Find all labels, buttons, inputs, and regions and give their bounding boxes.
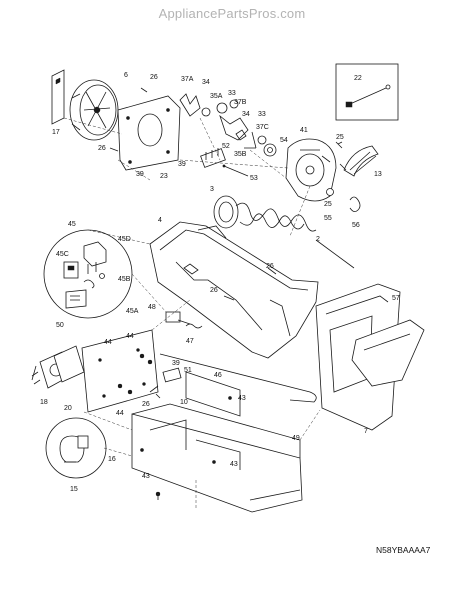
label: 37A <box>181 76 194 83</box>
label: 7 <box>364 428 368 435</box>
part-3-auger <box>213 195 355 269</box>
label: 45C <box>56 251 69 258</box>
part-26-screw <box>140 87 148 93</box>
label: 44 <box>126 333 134 340</box>
label: 26 <box>210 287 218 294</box>
part-57-paddle <box>351 319 425 387</box>
label: 37B <box>234 99 247 106</box>
label: 44 <box>116 410 124 417</box>
label: 20 <box>64 405 72 412</box>
label: 53 <box>250 175 258 182</box>
label: 39 <box>178 161 186 168</box>
part-46-rod <box>159 353 317 403</box>
label: 45D <box>118 236 131 243</box>
label: 16 <box>108 456 116 463</box>
label: 34 <box>202 79 210 86</box>
label: 41 <box>300 127 308 134</box>
part-17-plate <box>51 69 65 125</box>
part-44-screws <box>117 353 153 395</box>
part-34-35-37-linkage <box>179 93 277 157</box>
part-47-spring <box>185 323 203 329</box>
part-4-bucket <box>149 221 319 359</box>
label: 4 <box>158 217 162 224</box>
part-49-housing <box>131 403 303 513</box>
label: 43 <box>238 395 246 402</box>
label: 55 <box>324 215 332 222</box>
part-48-lever <box>165 311 191 325</box>
part-13-flap <box>343 145 379 177</box>
part-45-inset <box>43 229 133 319</box>
label: 33 <box>228 90 236 97</box>
alignment-lines <box>63 117 321 510</box>
label: 47 <box>186 338 194 345</box>
label: 39 <box>172 360 180 367</box>
label: 26 <box>266 263 274 270</box>
label: 48 <box>148 304 156 311</box>
label: 45B <box>118 276 131 283</box>
part-6-motor-housing <box>69 79 119 141</box>
label: 43 <box>142 473 150 480</box>
label: 43 <box>230 461 238 468</box>
part-23-bracket <box>117 95 181 171</box>
label: 49 <box>292 435 300 442</box>
label: 45A <box>126 308 139 315</box>
part-15-16-lamp-inset <box>45 417 107 479</box>
part-25-screw <box>335 141 343 149</box>
label: 45 <box>68 221 76 228</box>
label: 26 <box>98 145 106 152</box>
label: 52 <box>222 143 230 150</box>
label: 35A <box>210 93 223 100</box>
part-55-washer <box>326 188 334 196</box>
part-mid-panel <box>185 371 241 417</box>
part-52-switch <box>200 148 249 177</box>
label: 25 <box>324 201 332 208</box>
part-56-spring <box>349 196 361 212</box>
part-18-motor <box>31 345 85 389</box>
label: 15 <box>70 486 78 493</box>
label: 39 <box>136 171 144 178</box>
callout-labels: 6 26 17 26 39 39 23 37A 34 35A 33 37B 34… <box>40 72 400 493</box>
label: 51 <box>184 367 192 374</box>
part-22-inset <box>335 63 399 121</box>
label: 3 <box>210 186 214 193</box>
diagram-part-code: N58YBAAAA7 <box>376 545 431 555</box>
label: 44 <box>104 339 112 346</box>
label: 34 <box>242 111 250 118</box>
part-20-bracket <box>81 329 159 413</box>
label: 17 <box>52 129 60 136</box>
label: 35B <box>234 151 247 158</box>
label: 23 <box>160 173 168 180</box>
label: 33 <box>258 111 266 118</box>
label: 18 <box>40 399 48 406</box>
label: 57 <box>392 295 400 302</box>
part-51-actuator <box>162 367 182 383</box>
label: 2 <box>316 236 320 243</box>
label: 26 <box>142 401 150 408</box>
label: 6 <box>124 72 128 79</box>
label: 37C <box>256 124 269 131</box>
label: 56 <box>352 222 360 229</box>
label: 26 <box>150 74 158 81</box>
label: 10 <box>180 399 188 406</box>
part-41-motor <box>285 138 337 202</box>
label: 25 <box>336 134 344 141</box>
label: 22 <box>354 75 362 82</box>
label: 13 <box>374 171 382 178</box>
label: 46 <box>214 372 222 379</box>
label: 54 <box>280 137 288 144</box>
label: 50 <box>56 322 64 329</box>
site-watermark: AppliancePartsPros.com <box>158 6 306 21</box>
